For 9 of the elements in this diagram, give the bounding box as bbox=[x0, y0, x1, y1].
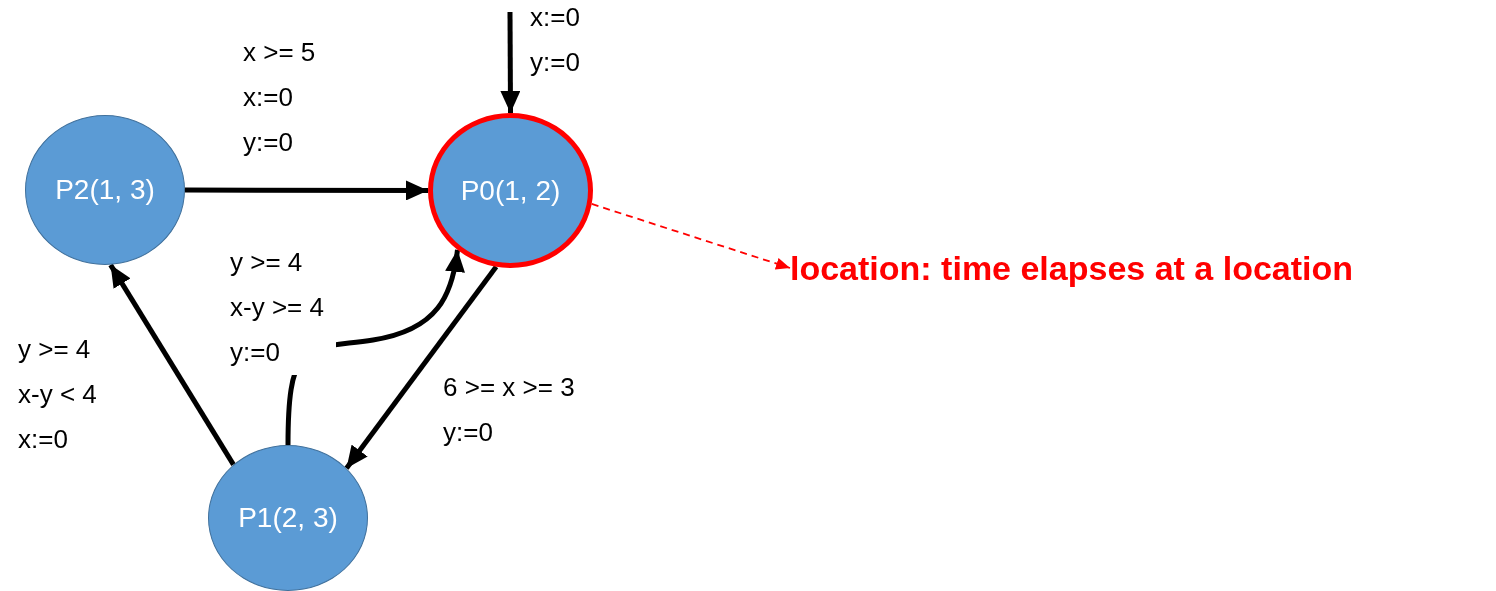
annotation-text: location: time elapses at a location bbox=[790, 248, 1354, 288]
arrow bbox=[108, 263, 236, 466]
state-label: P2(1, 3) bbox=[55, 174, 155, 206]
arrow bbox=[344, 265, 499, 470]
state-label: P1(2, 3) bbox=[238, 502, 338, 534]
arrow bbox=[185, 180, 428, 201]
arrow bbox=[500, 12, 521, 113]
state-label: P0(1, 2) bbox=[460, 174, 561, 207]
leader-arrow bbox=[590, 203, 791, 270]
